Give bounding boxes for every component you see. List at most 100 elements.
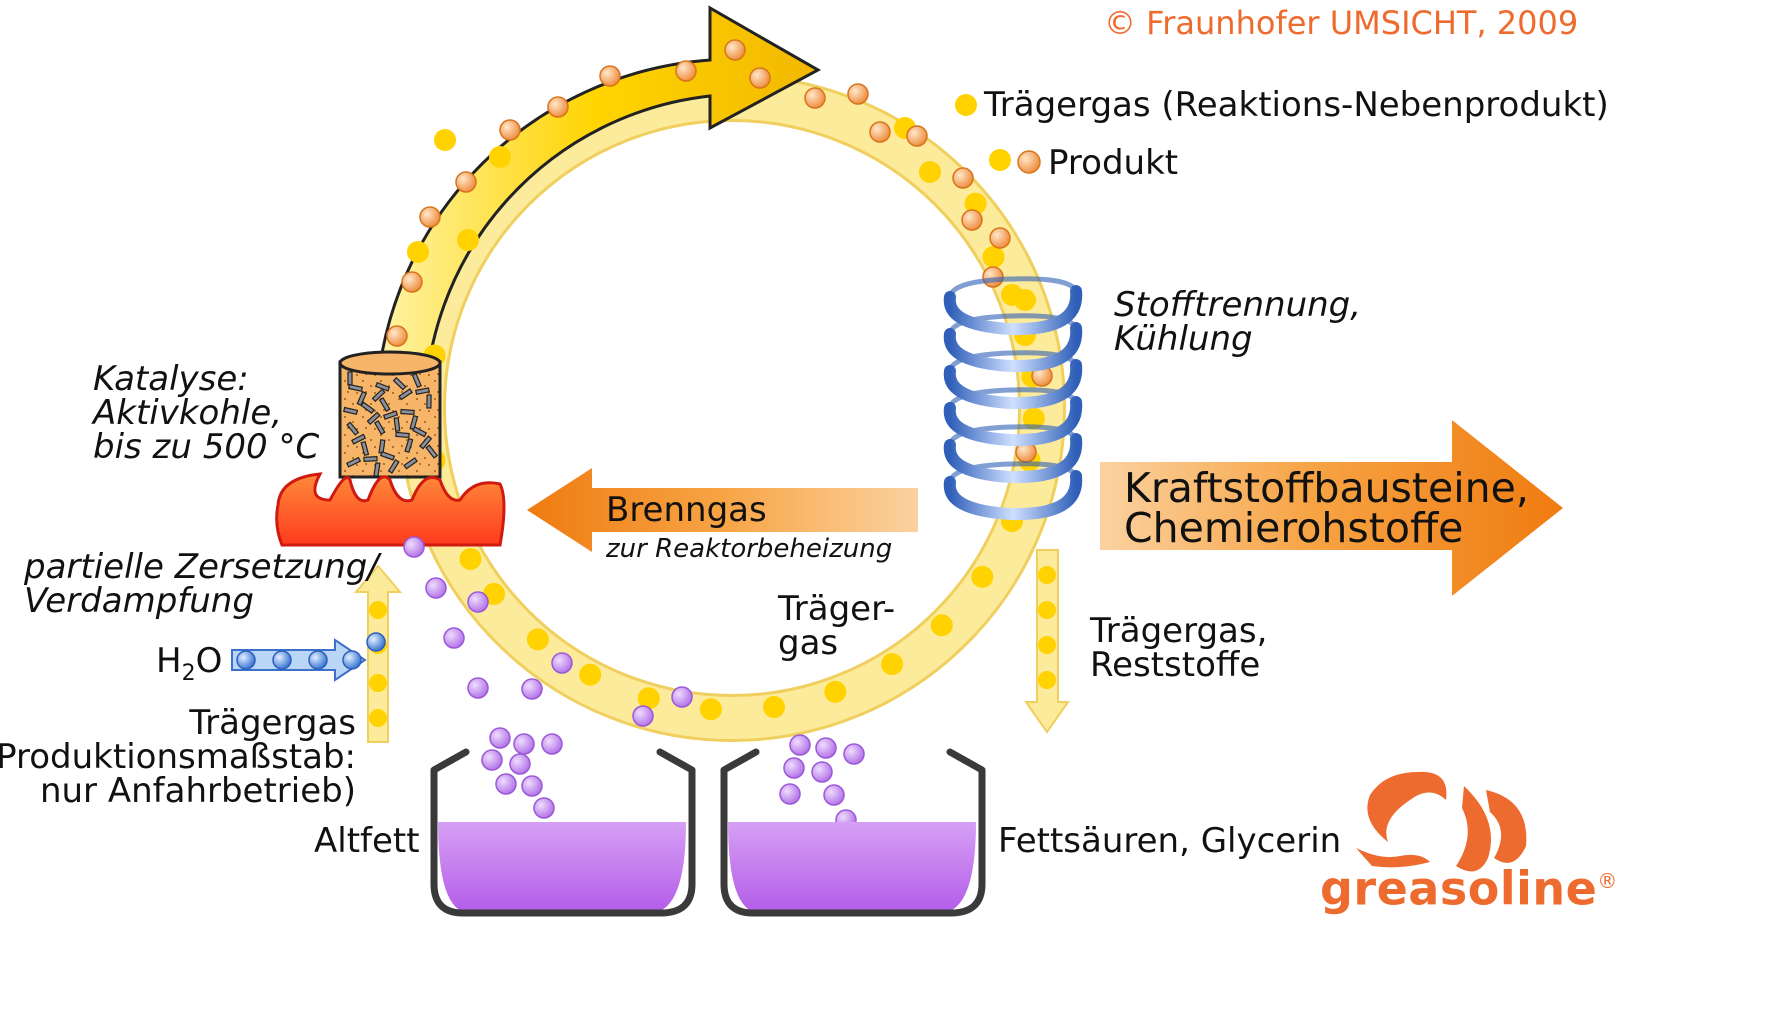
carrier-gas-dot [457,229,479,251]
coil-turn [943,285,1083,336]
water-dots [236,632,386,670]
residue-dots [1038,566,1056,689]
legend-carrier-dot [955,94,977,116]
copyright-notice: © Fraunhofer UMSICHT, 2009 [1104,4,1579,42]
vapor-dot [489,727,511,749]
catalysis-label-3: bis zu 500 °C [93,427,320,467]
carbon-particle [387,459,400,474]
fuel-label-1: Kraftstoffbausteine, [1124,464,1529,512]
vapor-dot [789,734,811,756]
vapor-dot [467,677,489,699]
vapor-dot [403,536,425,558]
carrier-gas-dot [699,698,722,721]
vapor-dot [533,797,555,819]
coil-turn [943,396,1083,447]
coil-turn [943,433,1083,484]
product-dot [952,167,974,189]
fuel-arrow [1100,420,1563,596]
coil-back [947,276,1079,298]
carbon-particle [346,421,360,436]
brand-name: greasoline® [1320,861,1618,916]
product-dots [386,39,1053,463]
input-dot [369,674,387,692]
burn-gas-label: Brenngas [606,490,767,530]
carrier-gas-dot [489,146,511,168]
carbon-particle [347,371,353,386]
water-dot [272,650,292,670]
carrier-gas-dot [579,663,602,686]
carbon-particle [360,401,375,414]
carbon-particle [366,411,381,426]
carrier-gas-dot [881,653,904,676]
carrier-gas-dot [526,628,549,651]
carrier-gas-dot [930,614,953,637]
greasoline-logo-icon [1356,771,1527,872]
vapor-dot [823,784,845,806]
residue-dot [1038,566,1056,584]
product-dot [675,60,697,82]
water-dot [342,650,362,670]
water-dot [308,650,328,670]
vapor-dot [541,733,563,755]
carbon-particle [374,381,391,392]
carbon-particle [403,457,418,470]
vapor-dot [632,705,654,727]
input-dot [369,709,387,727]
separation-label-2: Kühlung [1114,319,1253,359]
carbon-particle [371,388,386,403]
carrier-gas-dot [824,680,847,703]
residue-dot [1038,601,1056,619]
legend-product-label: Produkt [1048,143,1179,183]
product-dot [401,271,423,293]
vapor-dot [481,749,503,771]
vapor-dot [551,652,573,674]
product-dot [869,121,891,143]
coil-turn [943,470,1083,521]
legend-carrier-label: Trägergas (Reaktions-Nebenprodukt) [984,85,1609,125]
carbon-particle [360,440,370,457]
loop-carrier-gas-label-2: gas [778,623,839,663]
carrier-gas-dot [637,687,660,710]
carbon-particle [400,408,415,416]
input-gas-label-2: (Produktionsmaßstab: [0,737,356,777]
carbon-particle [363,456,378,462]
carbon-particle [412,426,428,438]
carbon-particle [426,394,432,409]
carbon-particle [419,435,433,450]
input-dot [369,601,387,619]
carrier-gas-dot [964,192,987,215]
carbon-particle [425,444,439,459]
carrier-gas-dot [407,241,429,263]
vapor-dot [811,761,833,783]
separation-label-1: Stofftrennung, [1114,285,1362,325]
carbon-particle [378,439,386,454]
catalysis-label-1: Katalyse: [93,359,249,399]
vapor-dot [843,743,865,765]
carrier-gas-dot [989,149,1011,171]
vapor-dot [509,753,531,775]
loop-carrier-gas-label-1: Träger- [778,589,896,629]
carbon-particle [373,420,386,436]
waste-fat-basin [430,748,696,917]
carbon-particle [378,397,391,412]
residue-dot [1038,671,1056,689]
carbon-particle [382,410,399,420]
vapor-dot [779,783,801,805]
carbon-particle [393,417,401,432]
vapor-dot [425,577,447,599]
catalyst-cylinder [338,350,442,479]
decomposition-label-2: Verdampfung [24,581,254,621]
product-dot [989,227,1011,249]
carbon-particle [392,376,407,391]
carrier-gas-dot [1014,289,1036,311]
product-dot [847,83,869,105]
vapor-dot [495,773,517,795]
legend-product-dot [1017,150,1041,174]
carbon-particle [379,450,396,461]
carrier-gas-dot [763,696,786,719]
carbon-particle [351,433,367,445]
waste-fat-label: Altfett [314,821,420,861]
product-dot [724,39,746,61]
decomposition-label-1: partielle Zersetzung/ [24,547,379,587]
carbon-particle [356,390,368,407]
